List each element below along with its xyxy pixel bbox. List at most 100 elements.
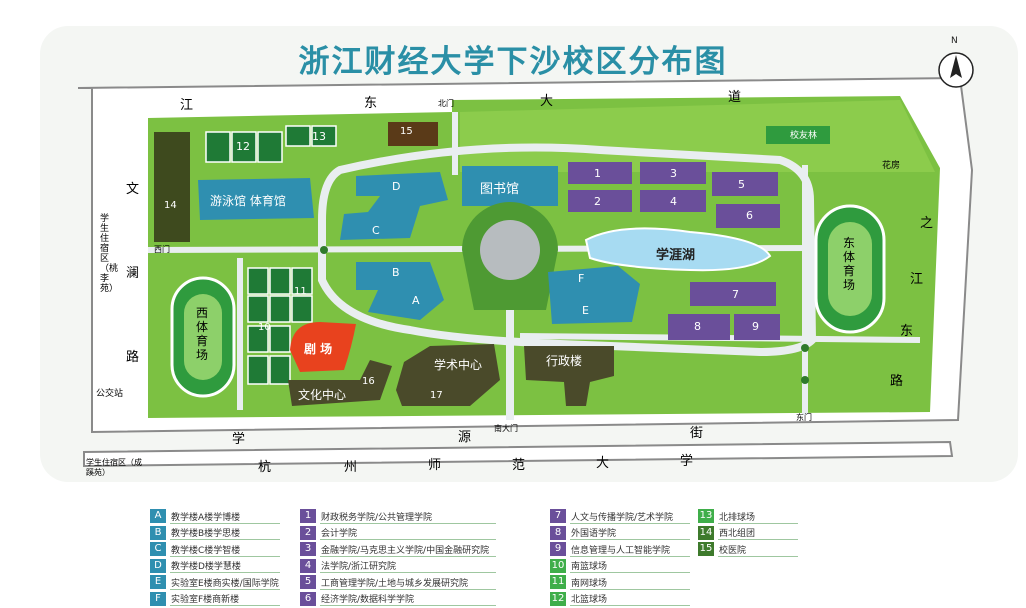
- label-8: 8: [694, 320, 701, 333]
- label-4: 4: [670, 195, 677, 208]
- building-15: [388, 122, 438, 146]
- road-bottom-outer-5: 大: [596, 456, 610, 471]
- admin-building: [524, 346, 614, 406]
- legend-key: 11: [550, 575, 566, 590]
- legend-text: 校医院: [719, 545, 747, 556]
- road-left-2: 澜: [126, 266, 140, 281]
- label-10: 10: [258, 322, 271, 333]
- building-a-b: [356, 262, 444, 320]
- road-bottom-inner-2: 源: [458, 430, 472, 445]
- legend-text: 经济学院/数据科学学院: [321, 595, 415, 606]
- road-bottom-outer-4: 范: [512, 458, 526, 473]
- culture-center-label: 文化中心: [298, 388, 347, 402]
- legend-item: 6 经济学院/数据科学学院: [300, 591, 496, 608]
- label-6: 6: [746, 209, 753, 222]
- legend-text: 教学楼C楼学智楼: [171, 545, 241, 556]
- label-17: 17: [430, 390, 443, 401]
- legend-key: D: [150, 558, 166, 573]
- dorm-west-label: 学生住宿区（桃李苑）: [100, 214, 119, 294]
- label-14: 14: [164, 200, 177, 211]
- compass-label: N: [951, 36, 958, 46]
- label-7: 7: [732, 288, 739, 301]
- alumni-forest: [766, 126, 830, 144]
- legend-key: 15: [698, 542, 714, 557]
- legend-text: 人文与传播学院/艺术学院: [571, 512, 674, 523]
- admin-label: 行政楼: [546, 354, 583, 368]
- schools-1-6: [568, 162, 780, 228]
- theater: [290, 322, 356, 372]
- legend-key: C: [150, 542, 166, 557]
- legend-text: 教学楼A楼学博楼: [171, 512, 241, 523]
- library-label: 图书馆: [480, 182, 520, 197]
- label-A: A: [412, 294, 420, 307]
- label-9: 9: [752, 320, 759, 333]
- legend-key: 8: [550, 525, 566, 540]
- schools-7-9: [668, 282, 780, 340]
- legend-text: 工商管理学院/土地与城乡发展研究院: [321, 578, 469, 589]
- legend-text: 法学院/浙江研究院: [321, 562, 397, 573]
- legend-item: 7 人文与传播学院/艺术学院: [550, 508, 690, 525]
- road-bottom-outer-6: 学: [680, 454, 694, 469]
- legend-key: 4: [300, 558, 316, 573]
- academic-center: [396, 344, 500, 406]
- compass-needle: [950, 55, 962, 78]
- ring-road: [318, 143, 817, 357]
- label-2: 2: [594, 195, 601, 208]
- academic-center-label: 学术中心: [434, 358, 483, 372]
- legend-item: 4 法学院/浙江研究院: [300, 558, 496, 575]
- road-bottom-outer-1: 杭: [258, 460, 272, 475]
- legend-item: 9 信息管理与人工智能学院: [550, 541, 690, 558]
- legend-key: 2: [300, 525, 316, 540]
- building-c-d: [340, 172, 448, 240]
- northeast-ground: [460, 100, 935, 172]
- legend-key: A: [150, 509, 166, 524]
- legend-item: D 教学楼D楼学慧楼: [150, 558, 280, 575]
- legend-key: E: [150, 575, 166, 590]
- label-C: C: [372, 224, 380, 237]
- natatorium-gym: [198, 178, 314, 220]
- road-bottom-inner-3: 街: [690, 426, 704, 441]
- legend-key: 7: [550, 509, 566, 524]
- road-left-3: 路: [126, 350, 140, 365]
- courts-10-11: [247, 267, 313, 385]
- legend-text: 教学楼D楼学慧楼: [171, 562, 241, 573]
- legend-item: 2 会计学院: [300, 525, 496, 542]
- gate-east: 东门: [796, 413, 812, 422]
- legend-key: 9: [550, 542, 566, 557]
- label-15: 15: [400, 126, 413, 137]
- gate-north: 北门: [438, 99, 454, 108]
- east-field-label: 东体育场: [843, 236, 856, 292]
- label-1: 1: [594, 167, 601, 180]
- legend-key: 1: [300, 509, 316, 524]
- legend-text: 信息管理与人工智能学院: [571, 545, 671, 556]
- west-field-label: 西体育场: [196, 306, 209, 362]
- natatorium-gym-label: 游泳馆 体育馆: [210, 194, 286, 208]
- legend-key: 13: [698, 509, 714, 524]
- label-16: 16: [362, 376, 375, 387]
- legend-text: 南篮球场: [571, 562, 608, 573]
- legend-text: 实验室F楼商新楼: [171, 595, 240, 606]
- label-F: F: [578, 272, 585, 285]
- road-bottom-outer-2: 州: [344, 460, 358, 475]
- legend-key: 6: [300, 591, 316, 606]
- label-12: 12: [236, 140, 250, 153]
- road-top-1: 江: [180, 98, 194, 113]
- legend-key: 12: [550, 591, 566, 606]
- building-e-f: [548, 266, 640, 324]
- label-E: E: [582, 304, 589, 317]
- legend-text: 会计学院: [321, 529, 358, 540]
- legend-item: 10 南篮球场: [550, 558, 690, 575]
- legend-text: 财政税务学院/公共管理学院: [321, 512, 433, 523]
- legend-key: 10: [550, 558, 566, 573]
- courts-12-13: [205, 125, 337, 163]
